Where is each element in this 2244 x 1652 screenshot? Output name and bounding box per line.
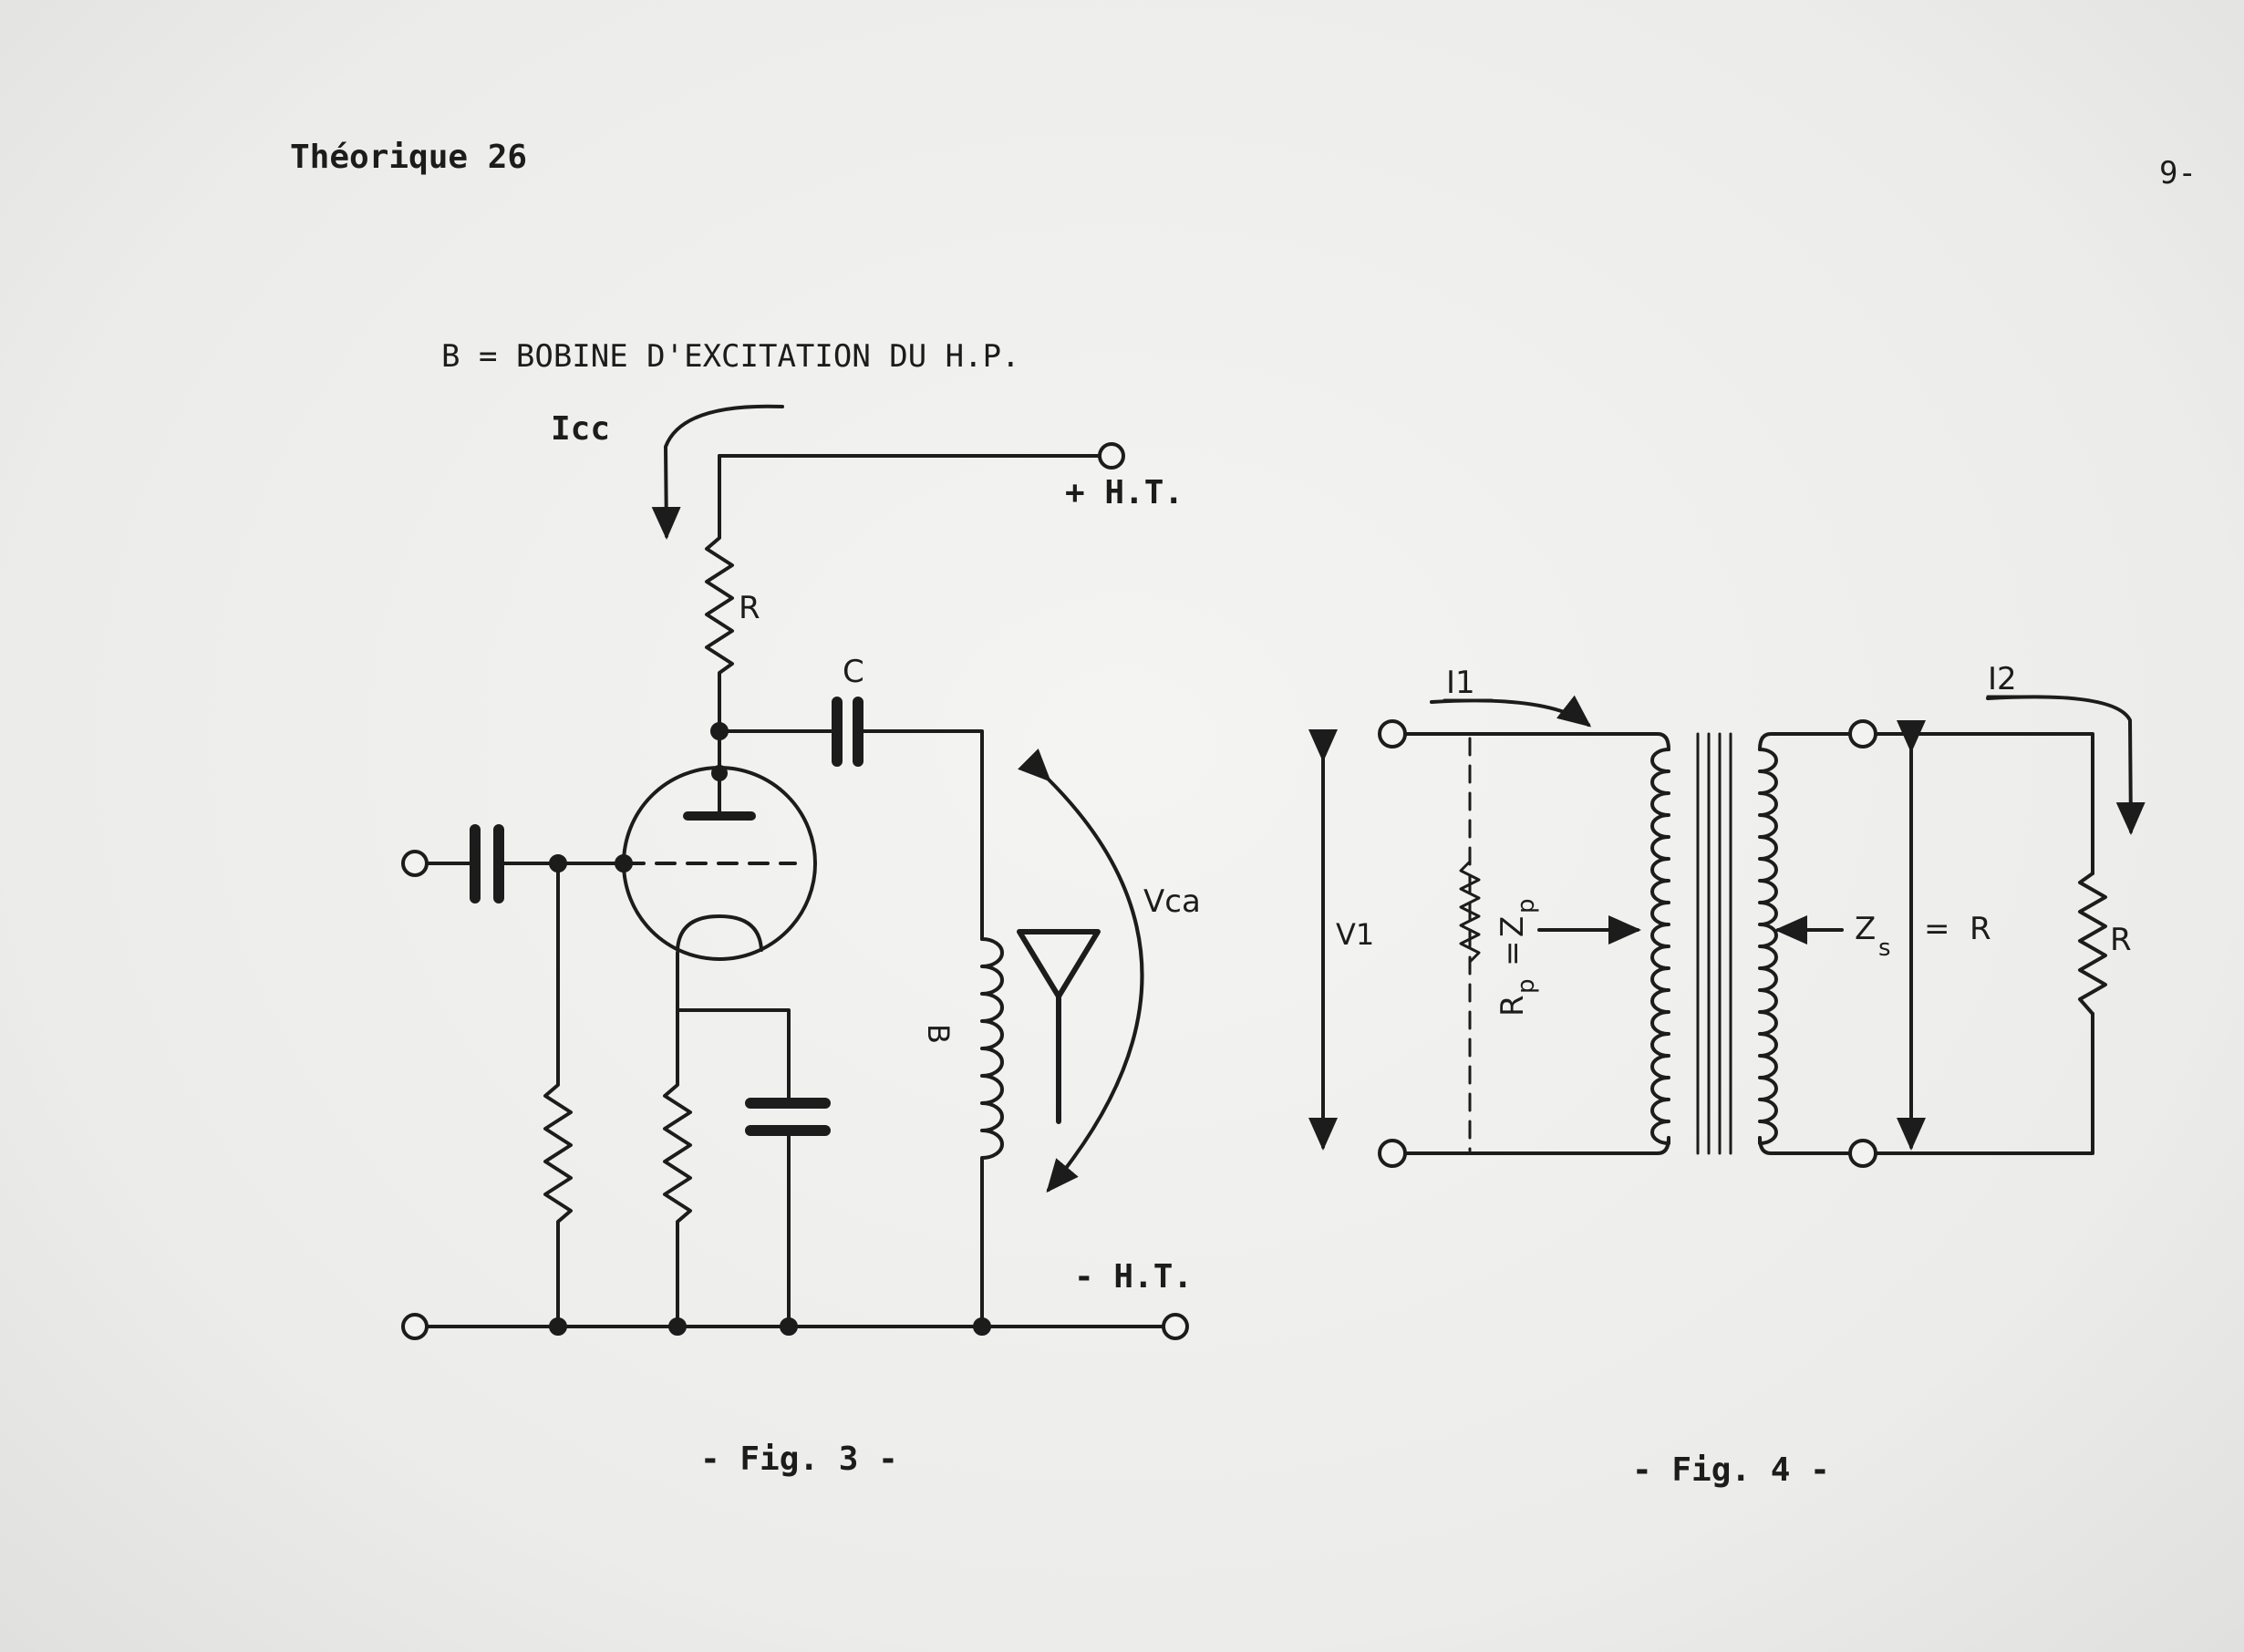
fig4-zp-sub: p — [1513, 898, 1540, 914]
fig3-legend: B = BOBINE D'EXCITATION DU H.P. — [441, 338, 1020, 375]
fig3-amplifier-circuit: B = BOBINE D'EXCITATION DU H.P. Icc + H.… — [401, 338, 1201, 1340]
fig4-transformer-core — [1696, 732, 1732, 1155]
fig4-i1-arrow — [1430, 695, 1592, 728]
fig3-capacitor-c — [832, 697, 863, 767]
fig3-input-terminal — [401, 850, 429, 877]
fig3-resistor-r — [705, 454, 734, 731]
page-number: 9- — [2159, 155, 2197, 191]
fig4-output-bottom-terminal — [1848, 1139, 1877, 1168]
fig3-cathode-capacitor — [745, 1098, 831, 1136]
fig3-input-capacitor — [470, 824, 504, 903]
fig4-primary-winding — [1650, 748, 1670, 1145]
fig3-grid-resistor — [543, 862, 573, 1328]
fig4-load-resistor — [2078, 872, 2107, 1016]
fig4-caption: - Fig. 4 - — [1632, 1451, 1830, 1489]
fig4-input-bottom-terminal — [1378, 1139, 1407, 1168]
fig4-r-equiv-label: R — [1970, 911, 1991, 947]
fig4-i2-arrow — [1986, 695, 2146, 835]
fig3-caption: - Fig. 3 - — [700, 1440, 898, 1478]
fig4-zs-label: Z — [1855, 911, 1876, 947]
fig4-zp-label: Z — [1494, 916, 1531, 937]
fig4-secondary-winding — [1758, 748, 1778, 1145]
fig4-input-top-terminal — [1378, 719, 1407, 749]
fig4-i2-label: I2 — [1988, 661, 2017, 697]
fig3-ground-left-terminal — [401, 1313, 429, 1340]
fig3-voltage-arc — [1018, 749, 1144, 1193]
fig3-speaker-icon — [1017, 929, 1101, 1124]
fig3-excitation-coil-b — [980, 937, 1004, 1328]
page-header-title: Théorique 26 — [290, 139, 528, 176]
fig3-coil-label: B — [921, 1024, 956, 1044]
fig4-rp-sub: p — [1513, 978, 1540, 994]
fig3-current-arrow — [651, 404, 784, 540]
fig4-eq2-label: = — [1924, 911, 1950, 947]
fig3-capacitor-label: C — [843, 654, 864, 690]
fig3-minus-ht-label: - H.T. — [1074, 1258, 1193, 1296]
fig3-minus-ht-terminal — [1162, 1313, 1189, 1340]
fig4-i1-label: I1 — [1446, 665, 1475, 701]
fig3-plus-ht-terminal — [1098, 442, 1125, 470]
fig4-r-label: R — [2110, 922, 2132, 958]
fig4-eq-label: = — [1494, 941, 1531, 967]
fig3-resistor-label: R — [739, 590, 760, 626]
fig3-voltage-label: Vca — [1143, 883, 1201, 920]
fig4-transformer-circuit: I1 V1 R p = Z p — [1308, 661, 2146, 1168]
fig4-rp-label: R — [1494, 995, 1531, 1017]
fig4-zs-sub: s — [1878, 934, 1891, 962]
fig3-plus-ht-label: + H.T. — [1065, 474, 1184, 511]
fig4-v1-label: V1 — [1336, 917, 1374, 952]
fig3-current-label: Icc — [551, 410, 610, 448]
fig4-output-top-terminal — [1848, 719, 1877, 749]
